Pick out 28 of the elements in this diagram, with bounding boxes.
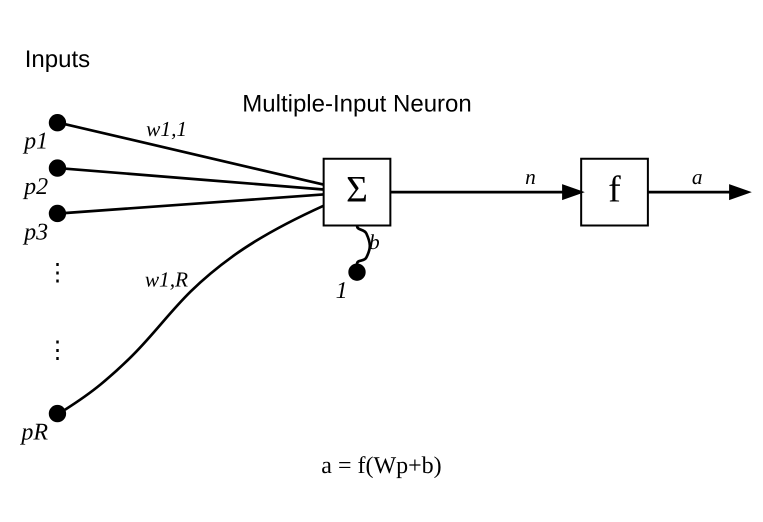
node-label: p2 <box>24 173 48 200</box>
connector <box>65 166 324 190</box>
edge-label: n <box>525 164 536 188</box>
caption: a = f(Wp+b) <box>321 452 442 478</box>
arrow <box>390 184 585 200</box>
connector <box>65 122 324 186</box>
label: Multiple-Input Neuron <box>242 90 472 117</box>
edge-label: w1,R <box>144 267 188 292</box>
label: ⋮ <box>45 336 70 364</box>
node-circle <box>48 158 66 176</box>
node-box: f <box>580 157 649 226</box>
node-circle <box>348 263 366 280</box>
edge-label: w1,1 <box>146 116 188 140</box>
node-label: pR <box>21 418 48 445</box>
node-circle <box>48 204 66 222</box>
node-label: p3 <box>24 218 48 245</box>
node-box: Σ <box>322 157 392 226</box>
connector <box>356 224 372 264</box>
node-label: 1 <box>336 278 348 304</box>
node-circle <box>48 404 66 422</box>
edge-label: a <box>692 164 703 188</box>
label: ⋮ <box>45 259 70 286</box>
node-label: p1 <box>24 128 48 154</box>
node-circle <box>48 114 66 131</box>
label: Inputs <box>24 46 90 73</box>
connector <box>64 204 324 410</box>
arrow <box>648 184 752 200</box>
connector <box>65 192 324 214</box>
